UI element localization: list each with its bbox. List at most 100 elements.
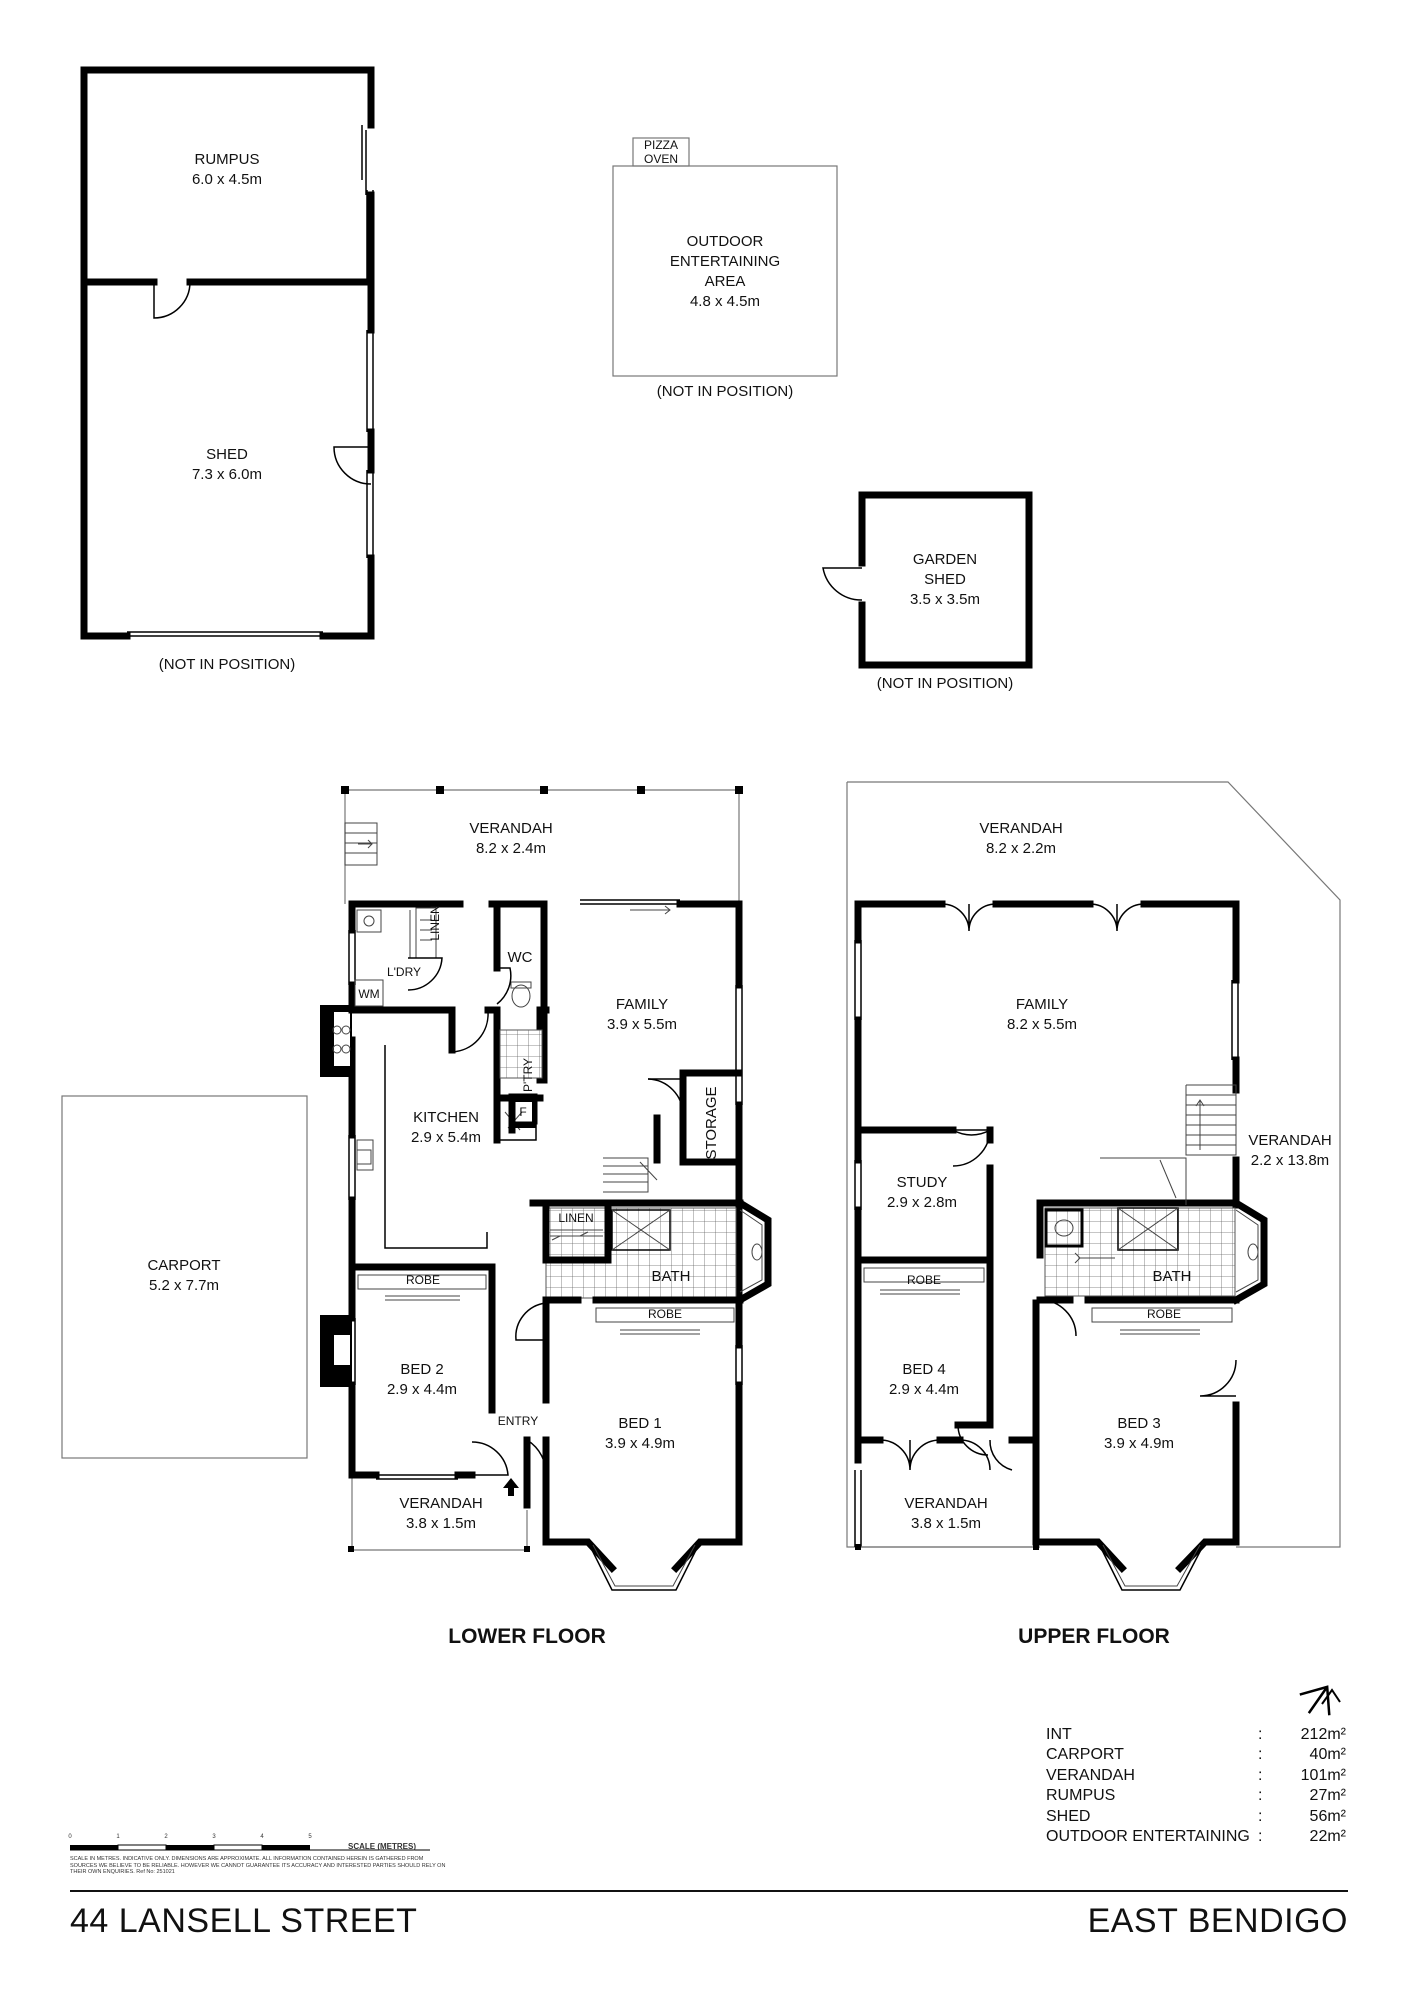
upper-family-size: 8.2 x 5.5m: [1007, 1016, 1077, 1033]
lower-linen-label: LINEN: [558, 1211, 593, 1225]
scale-tick-4: 4: [260, 1834, 264, 1840]
fridge-label: F: [519, 1105, 526, 1119]
toilet-icon: [1044, 1208, 1084, 1248]
bed2-label: BED 2: [400, 1361, 443, 1378]
washing-machine-label: WM: [358, 987, 379, 1001]
outdoor-label-3: AREA: [705, 273, 746, 290]
bed1-size: 3.9 x 4.9m: [605, 1435, 675, 1452]
area-colon: :: [1258, 1726, 1263, 1743]
storage-label: STORAGE: [703, 1086, 720, 1159]
bed4-label: BED 4: [902, 1361, 945, 1378]
basin-icon: [356, 909, 382, 933]
lower-front-verandah-size: 3.8 x 1.5m: [406, 1515, 476, 1532]
shower-icon: [611, 1209, 671, 1251]
kitchen-label: KITCHEN: [413, 1109, 479, 1126]
bed4-robe-label: ROBE: [907, 1273, 941, 1287]
area-value: 27m²: [1309, 1787, 1346, 1805]
area-label: SHED: [1046, 1807, 1091, 1825]
scale-tick-2: 2: [164, 1834, 168, 1840]
shower-icon: [1117, 1207, 1179, 1251]
scale-tick-1: 1: [116, 1834, 120, 1840]
upper-front-verandah-size: 3.8 x 1.5m: [911, 1515, 981, 1532]
scale-bar: [70, 1844, 430, 1851]
lower-floor-title: LOWER FLOOR: [448, 1625, 605, 1648]
bed2-size: 2.9 x 4.4m: [387, 1381, 457, 1398]
scale-disclaimer: SCALE IN METRES. INDICATIVE ONLY. DIMENS…: [70, 1856, 446, 1875]
area-colon: :: [1258, 1807, 1263, 1825]
bed1-robe-label: ROBE: [648, 1307, 682, 1321]
rumpus-shed-building: [80, 66, 375, 640]
lower-verandah-size: 8.2 x 2.4m: [476, 840, 546, 857]
area-value: 56m²: [1309, 1807, 1346, 1825]
cooktop-icon: [332, 1025, 351, 1054]
lower-family-size: 3.9 x 5.5m: [607, 1016, 677, 1033]
wc-label: WC: [508, 949, 533, 966]
area-label: CARPORT: [1046, 1746, 1124, 1764]
garden-shed-label-2: SHED: [924, 571, 966, 588]
area-colon: :: [1258, 1787, 1263, 1805]
lower-family-label: FAMILY: [616, 996, 668, 1013]
scale-title: SCALE (METRES): [348, 1842, 416, 1851]
kitchen-size: 2.9 x 5.4m: [411, 1129, 481, 1146]
area-colon: :: [1258, 1766, 1263, 1784]
outdoor-label-2: ENTERTAINING: [670, 253, 780, 270]
lower-floor-plan: [320, 786, 772, 1591]
area-value: 40m²: [1309, 1746, 1346, 1764]
outdoor-label-1: OUTDOOR: [687, 233, 764, 250]
bed3-robe-label: ROBE: [1147, 1307, 1181, 1321]
upper-front-verandah-label: VERANDAH: [904, 1495, 987, 1512]
shed-label: SHED: [206, 446, 248, 463]
bed3-label: BED 3: [1117, 1415, 1160, 1432]
area-row: SHED : 56m²: [1046, 1807, 1346, 1827]
garden-shed-label-1: GARDEN: [913, 551, 977, 568]
north-arrow-icon: [1299, 1685, 1341, 1716]
scale-tick-0: 0: [68, 1834, 72, 1840]
upper-floor-plan: [846, 781, 1341, 1591]
upper-bath-label: BATH: [1153, 1268, 1192, 1285]
pizza-oven-label-1: PIZZA: [644, 138, 678, 152]
upper-floor-title: UPPER FLOOR: [1018, 1625, 1170, 1648]
entry-label: ENTRY: [498, 1414, 538, 1428]
upper-verandah-label: VERANDAH: [979, 820, 1062, 837]
area-row: VERANDAH : 101m²: [1046, 1766, 1346, 1786]
scale-tick-3: 3: [212, 1834, 216, 1840]
upper-side-verandah-label: VERANDAH: [1248, 1132, 1331, 1149]
outdoor-size: 4.8 x 4.5m: [690, 293, 760, 310]
toilet-icon: [510, 981, 532, 1008]
area-label: RUMPUS: [1046, 1787, 1116, 1805]
area-value: 212m²: [1300, 1726, 1346, 1743]
footer-divider: [70, 1890, 1348, 1892]
bed2-robe-label: ROBE: [406, 1273, 440, 1287]
upper-family-label: FAMILY: [1016, 996, 1068, 1013]
area-summary-table: INT : 212m² CARPORT : 40m² VERANDAH : 10…: [1046, 1725, 1346, 1847]
study-size: 2.9 x 2.8m: [887, 1194, 957, 1211]
area-value: 22m²: [1309, 1828, 1346, 1846]
lower-verandah-label: VERANDAH: [469, 820, 552, 837]
pizza-oven-label-2: OVEN: [644, 152, 678, 166]
property-address: 44 LANSELL STREET: [70, 1902, 418, 1940]
garden-shed-not-in-position-note: (NOT IN POSITION): [877, 675, 1013, 692]
stairs-icon: [1100, 1084, 1237, 1205]
area-row: CARPORT : 40m²: [1046, 1745, 1346, 1765]
area-value: 101m²: [1300, 1766, 1346, 1784]
area-colon: :: [1258, 1828, 1263, 1846]
garden-shed-building: [822, 491, 1033, 669]
area-label: INT: [1046, 1726, 1072, 1743]
shed-not-in-position-note: (NOT IN POSITION): [159, 656, 295, 673]
upper-verandah-size: 8.2 x 2.2m: [986, 840, 1056, 857]
lower-front-verandah-label: VERANDAH: [399, 1495, 482, 1512]
rumpus-label: RUMPUS: [194, 151, 259, 168]
area-colon: :: [1258, 1746, 1263, 1764]
entry-arrow-icon: [503, 1478, 519, 1496]
area-label: OUTDOOR ENTERTAINING: [1046, 1828, 1250, 1846]
outdoor-entertaining-area: [612, 137, 838, 377]
pantry-label: P'TRY: [521, 1058, 535, 1092]
stairs-icon: [344, 822, 378, 866]
sink-icon: [356, 1139, 374, 1171]
property-suburb: EAST BENDIGO: [1087, 1902, 1348, 1940]
carport-label: CARPORT: [147, 1257, 220, 1274]
outdoor-not-in-position-note: (NOT IN POSITION): [657, 383, 793, 400]
laundry-label: L'DRY: [387, 965, 421, 979]
rumpus-size: 6.0 x 4.5m: [192, 171, 262, 188]
